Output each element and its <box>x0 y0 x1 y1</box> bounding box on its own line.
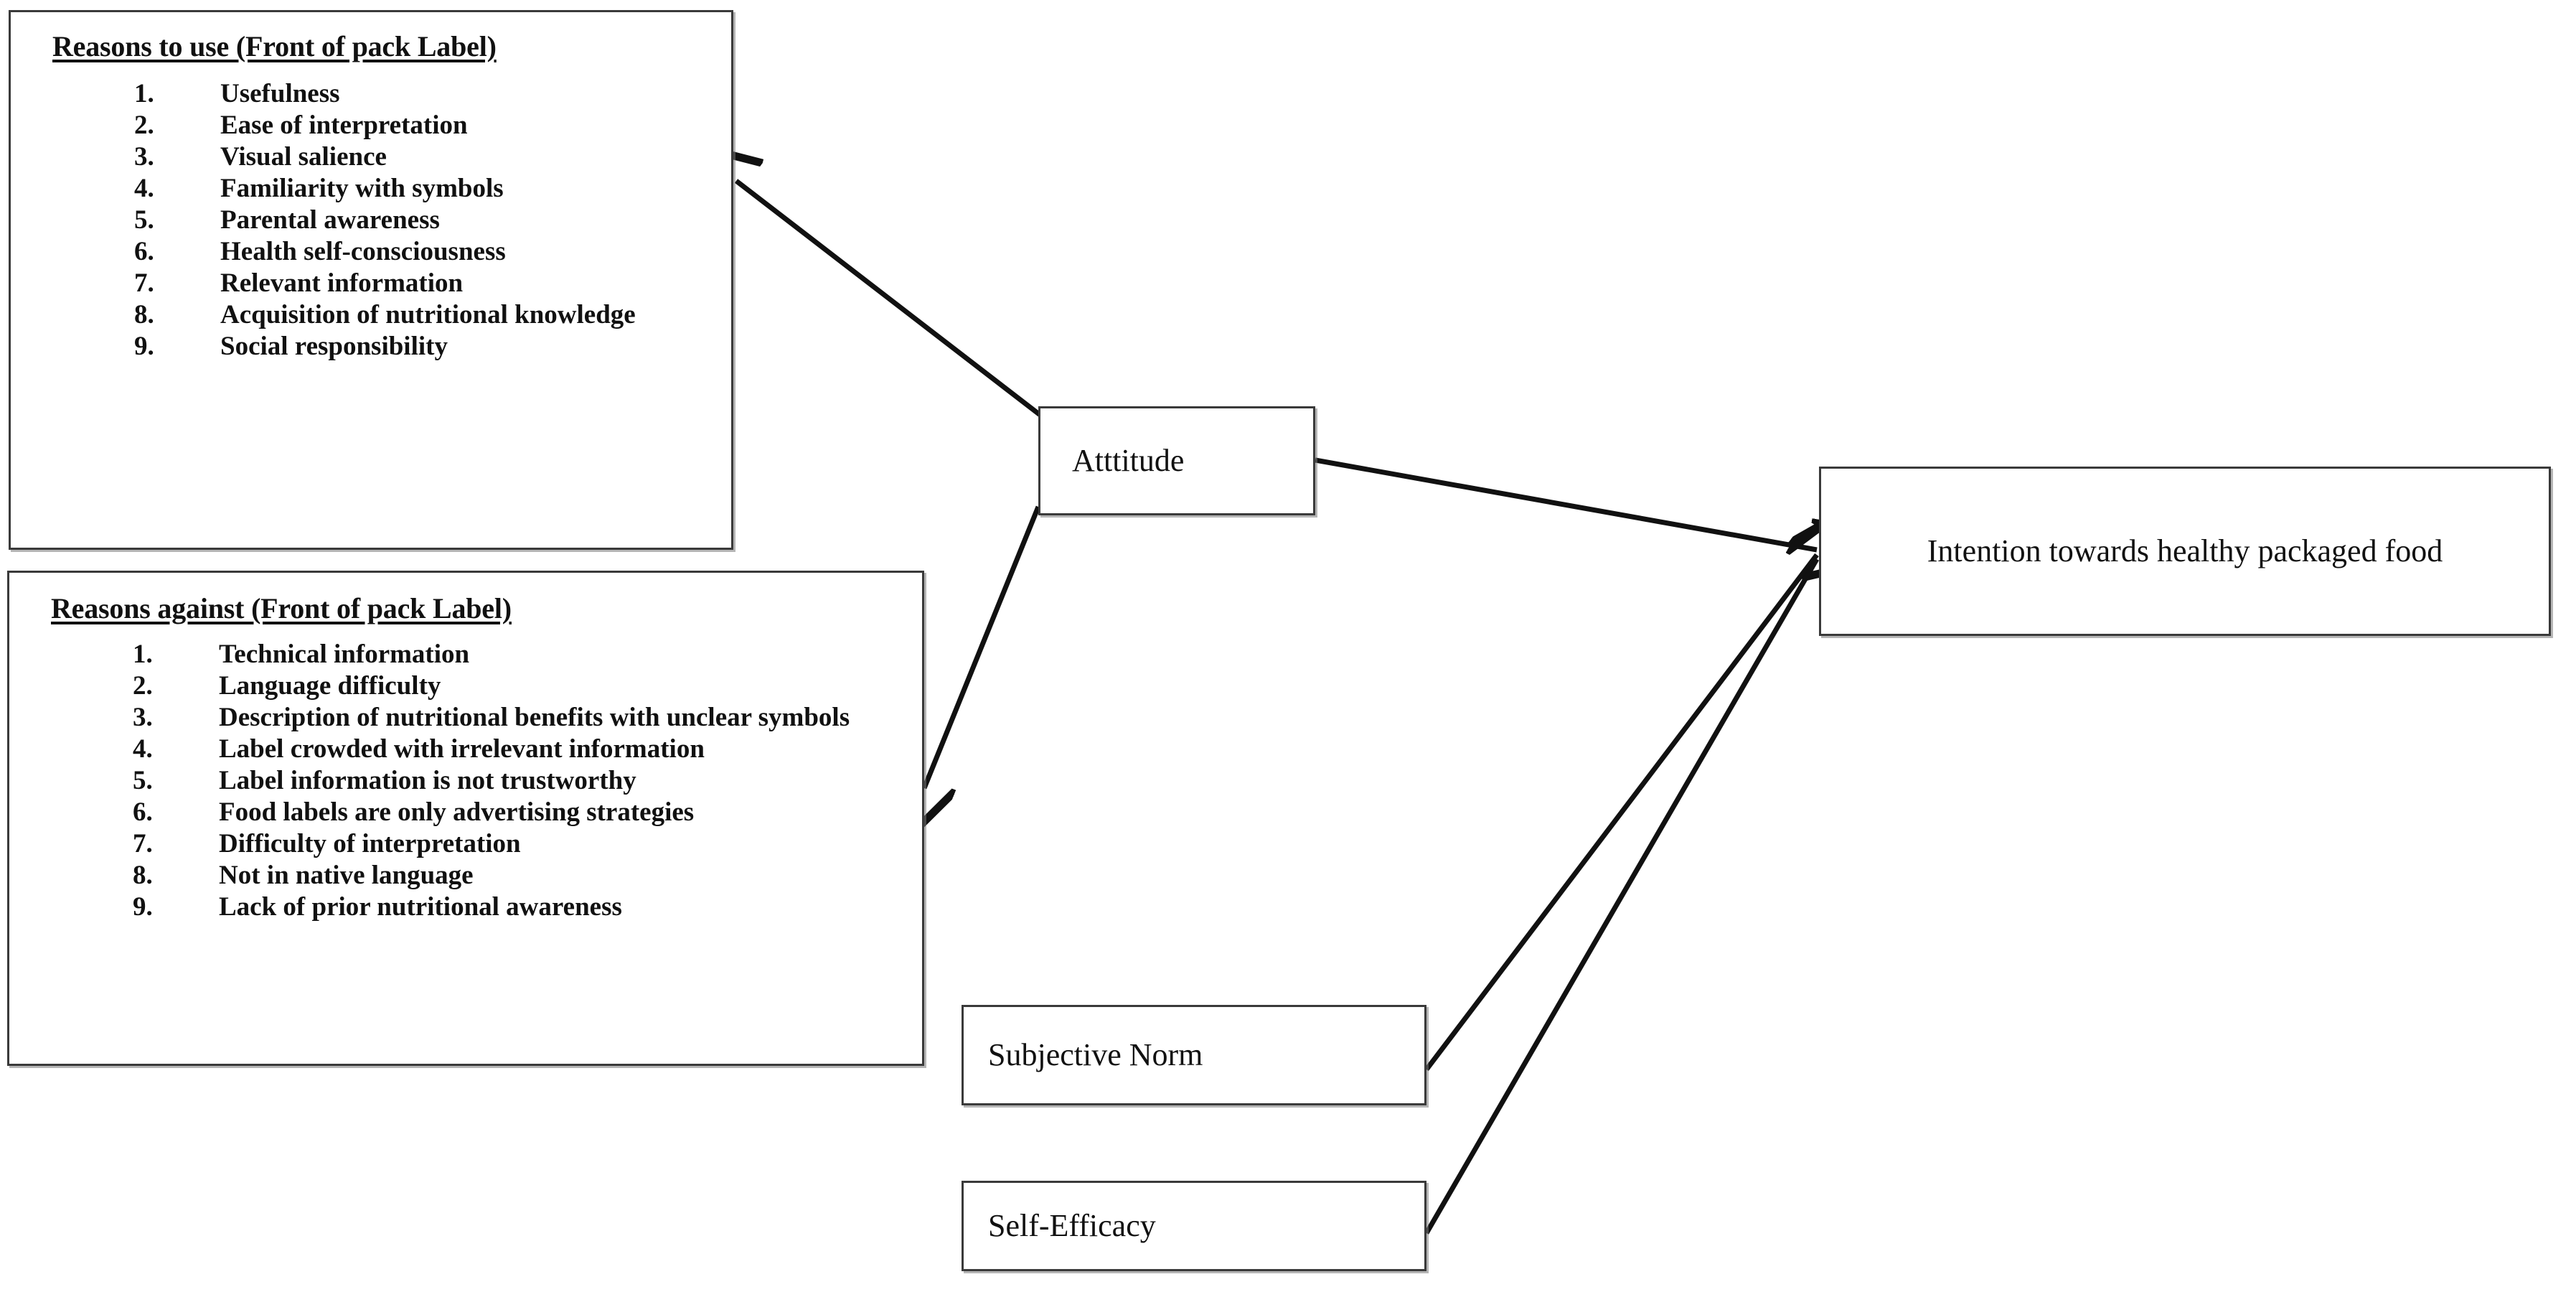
list-item: 4. Familiarity with symbols <box>134 173 723 205</box>
edge-attitude-to-reasons-against <box>924 505 1041 788</box>
list-item: 9. Social responsibility <box>134 331 723 362</box>
list-number: 8. <box>134 300 154 330</box>
list-item: 6. Food labels are only advertising stra… <box>133 797 915 828</box>
list-text: Acquisition of nutritional knowledge <box>220 300 636 330</box>
list-item: 1. Technical information <box>133 639 915 670</box>
list-text: Not in native language <box>219 861 474 891</box>
intention-box: Intention towards healthy packaged food <box>1819 467 2551 636</box>
list-text: Food labels are only advertising strateg… <box>219 797 695 828</box>
list-text: Label information is not trustworthy <box>219 766 636 796</box>
list-item: 8. Acquisition of nutritional knowledge <box>134 299 723 331</box>
list-number: 6. <box>134 237 154 267</box>
list-number: 8. <box>133 861 153 891</box>
list-item: 5. Parental awareness <box>134 205 723 236</box>
reasons-to-use-title: Reasons to use (Front of pack Label) <box>52 30 497 62</box>
list-item: 3. Description of nutritional benefits w… <box>133 702 915 734</box>
list-text: Lack of prior nutritional awareness <box>219 892 622 922</box>
list-number: 1. <box>134 79 154 108</box>
reasons-to-use-list: 1. Usefulness 2. Ease of interpretation … <box>134 78 723 362</box>
list-text: Usefulness <box>220 79 340 108</box>
list-text: Relevant information <box>220 268 464 299</box>
reasons-against-list: 1. Technical information 2. Language dif… <box>133 639 915 923</box>
subjective-norm-label: Subjective Norm <box>988 1036 1203 1072</box>
list-number: 2. <box>133 671 153 701</box>
list-number: 7. <box>133 829 153 859</box>
list-text: Description of nutritional benefits with… <box>219 703 850 733</box>
reasons-against-title: Reasons against (Front of pack Label) <box>51 592 512 624</box>
list-text: Parental awareness <box>220 205 440 235</box>
subjective-norm-box: Subjective Norm <box>962 1005 1426 1105</box>
list-text: Visual salience <box>220 142 387 172</box>
list-text: Language difficulty <box>219 671 441 701</box>
list-number: 7. <box>134 268 154 299</box>
list-item: 4. Label crowded with irrelevant informa… <box>133 734 915 765</box>
list-text: Social responsibility <box>220 332 448 362</box>
list-item: 2. Language difficulty <box>133 670 915 702</box>
list-item: 2. Ease of interpretation <box>134 110 723 141</box>
list-text: Difficulty of interpretation <box>219 829 521 859</box>
list-item: 9. Lack of prior nutritional awareness <box>133 891 915 923</box>
list-text: Technical information <box>219 640 470 669</box>
list-item: 7. Difficulty of interpretation <box>133 828 915 860</box>
list-number: 4. <box>133 734 153 764</box>
attitude-label: Atttitude <box>1072 442 1185 478</box>
list-number: 5. <box>134 205 154 235</box>
list-text: Ease of interpretation <box>220 111 468 141</box>
list-item: 6. Health self-consciousness <box>134 236 723 268</box>
edge-attitude-to-intention <box>1315 457 1817 550</box>
list-number: 4. <box>134 174 154 204</box>
list-number: 9. <box>133 892 153 922</box>
list-number: 6. <box>133 797 153 828</box>
edge-attitude-to-reasons-use <box>736 181 1044 418</box>
reasons-to-use-box: Reasons to use (Front of pack Label) 1. … <box>9 10 733 550</box>
intention-label: Intention towards healthy packaged food <box>1927 533 2443 568</box>
list-text: Familiarity with symbols <box>220 174 504 204</box>
list-number: 3. <box>134 142 154 172</box>
self-efficacy-box: Self-Efficacy <box>962 1181 1426 1271</box>
list-item: 8. Not in native language <box>133 860 915 891</box>
reasons-against-box: Reasons against (Front of pack Label) 1.… <box>7 571 924 1066</box>
list-text: Label crowded with irrelevant informatio… <box>219 734 705 764</box>
list-text: Health self-consciousness <box>220 237 506 267</box>
list-item: 1. Usefulness <box>134 78 723 110</box>
edge-self-efficacy-to-intention <box>1424 559 1817 1235</box>
self-efficacy-label: Self-Efficacy <box>988 1207 1156 1243</box>
list-number: 2. <box>134 111 154 141</box>
list-number: 1. <box>133 640 153 669</box>
list-item: 3. Visual salience <box>134 141 723 173</box>
attitude-box: Atttitude <box>1038 406 1315 515</box>
list-number: 9. <box>134 332 154 362</box>
list-item: 7. Relevant information <box>134 268 723 299</box>
edge-subjective-norm-to-intention <box>1424 555 1817 1072</box>
list-item: 5. Label information is not trustworthy <box>133 765 915 797</box>
list-number: 5. <box>133 766 153 796</box>
list-number: 3. <box>133 703 153 733</box>
